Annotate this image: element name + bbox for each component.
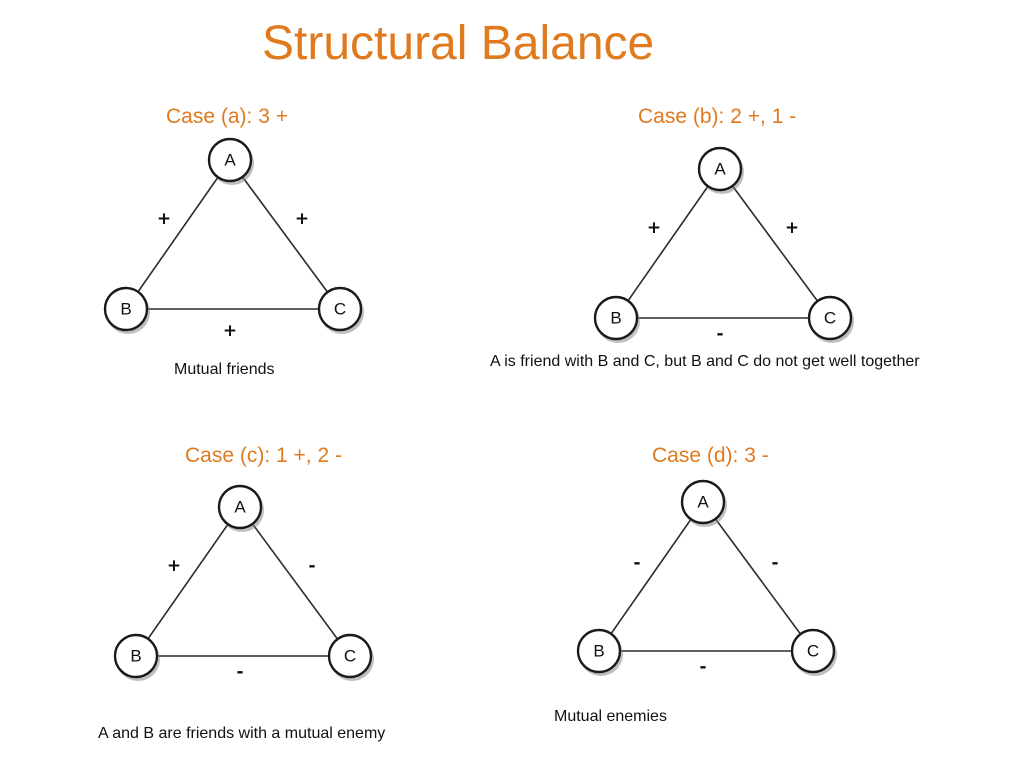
node-a-label: A bbox=[234, 498, 246, 517]
edge-ac-sign: + bbox=[295, 209, 309, 229]
edge-ab-sign: + bbox=[167, 556, 181, 576]
node-a-label: A bbox=[714, 160, 726, 179]
slide-title: Structural Balance bbox=[262, 17, 655, 70]
edge-bc-sign: - bbox=[236, 662, 243, 682]
edge-ab bbox=[125, 159, 231, 310]
node-b-label: B bbox=[593, 642, 604, 661]
node-a bbox=[697, 146, 743, 192]
node-b bbox=[576, 628, 622, 674]
edge-ac-sign: - bbox=[308, 556, 315, 576]
case-c-triangle: A B C + - - bbox=[113, 484, 374, 682]
edge-ab-sign: - bbox=[633, 553, 640, 573]
case-a-triangle: A B C + + + bbox=[103, 137, 364, 341]
edge-ab-sign: + bbox=[157, 209, 171, 229]
case-d-triangle: A B C - - - bbox=[576, 479, 837, 677]
node-a bbox=[680, 479, 726, 525]
node-b bbox=[593, 295, 639, 341]
node-c bbox=[790, 628, 836, 674]
edge-ac bbox=[719, 168, 831, 319]
case-b-triangle: A B C + + - bbox=[593, 146, 854, 344]
case-a-heading: Case (a): 3 + bbox=[166, 105, 288, 128]
edge-ab bbox=[135, 506, 241, 657]
node-b bbox=[113, 633, 159, 679]
edge-ab bbox=[598, 501, 704, 652]
node-c bbox=[317, 286, 363, 332]
edge-ac-sign: + bbox=[785, 218, 799, 238]
node-b-label: B bbox=[130, 647, 141, 666]
case-a-caption: Mutual friends bbox=[174, 361, 275, 378]
edge-ac bbox=[702, 501, 814, 652]
edge-ac bbox=[229, 159, 341, 310]
case-d-heading: Case (d): 3 - bbox=[652, 444, 769, 467]
case-b-heading: Case (b): 2 +, 1 - bbox=[638, 105, 797, 128]
node-a bbox=[207, 137, 253, 183]
node-b bbox=[103, 286, 149, 332]
node-c bbox=[807, 295, 853, 341]
edge-ab-sign: + bbox=[647, 218, 661, 238]
node-a-label: A bbox=[224, 151, 236, 170]
node-b-label: B bbox=[120, 300, 131, 319]
node-b-label: B bbox=[610, 309, 621, 328]
node-c-label: C bbox=[807, 642, 819, 661]
edge-ab bbox=[615, 168, 721, 319]
node-c-label: C bbox=[824, 309, 836, 328]
case-c-heading: Case (c): 1 +, 2 - bbox=[185, 444, 342, 467]
edge-ac-sign: - bbox=[771, 553, 778, 573]
edge-ac bbox=[239, 506, 351, 657]
node-c bbox=[327, 633, 373, 679]
edge-bc-sign: + bbox=[223, 321, 237, 341]
edge-bc-sign: - bbox=[699, 657, 706, 677]
node-c-label: C bbox=[344, 647, 356, 666]
node-c-label: C bbox=[334, 300, 346, 319]
node-a-label: A bbox=[697, 493, 709, 512]
case-b-caption: A is friend with B and C, but B and C do… bbox=[490, 353, 920, 370]
case-c-caption: A and B are friends with a mutual enemy bbox=[98, 725, 386, 742]
edge-bc-sign: - bbox=[716, 324, 723, 344]
case-d-caption: Mutual enemies bbox=[554, 708, 667, 725]
node-a bbox=[217, 484, 263, 530]
